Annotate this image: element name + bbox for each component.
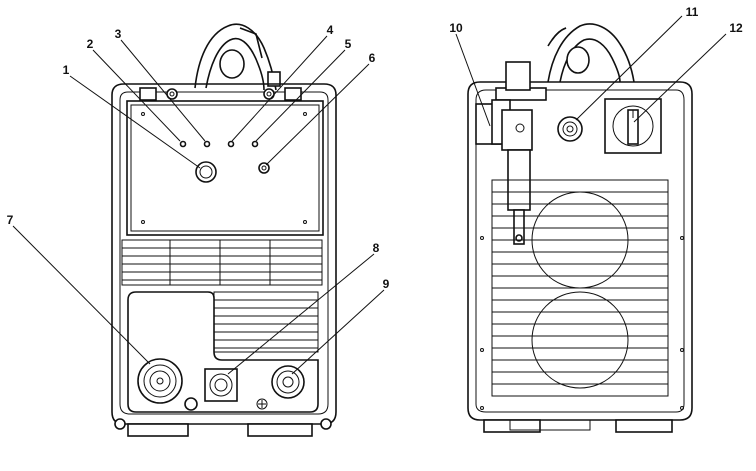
callout-10: 10 <box>449 21 463 35</box>
torch-connector[interactable] <box>137 358 183 404</box>
front-foot-right <box>247 423 313 437</box>
front-view <box>111 23 337 437</box>
callout-7: 7 <box>7 213 14 227</box>
callout-12: 12 <box>729 21 743 35</box>
rear-body <box>467 81 693 421</box>
power-switch[interactable] <box>604 98 662 154</box>
callout-4: 4 <box>327 23 334 37</box>
rear-handle <box>547 23 635 83</box>
rear-foot-right <box>615 419 673 433</box>
filter-bracket <box>475 61 547 245</box>
callout-9: 9 <box>383 277 390 291</box>
callout-6: 6 <box>369 51 376 65</box>
callout-3: 3 <box>115 27 122 41</box>
work-lead-connector[interactable] <box>271 365 305 399</box>
front-vent-grille <box>121 239 323 286</box>
indicator-c <box>227 140 235 148</box>
front-handle <box>194 23 281 91</box>
front-control-panel <box>126 100 324 236</box>
knob[interactable] <box>195 161 217 183</box>
front-callouts: 1 2 3 4 5 6 7 8 9 <box>7 23 390 375</box>
callout-2: 2 <box>87 37 94 51</box>
control-connector[interactable] <box>204 368 238 402</box>
callout-5: 5 <box>345 37 352 51</box>
rear-callouts: 10 11 12 <box>449 5 743 127</box>
front-small-plug <box>184 397 198 411</box>
front-lower-panel <box>127 291 319 413</box>
indicator-b <box>203 140 211 148</box>
callout-1: 1 <box>63 63 70 77</box>
callout-8: 8 <box>373 241 380 255</box>
indicator-a <box>179 140 187 148</box>
front-foot-left <box>127 423 189 437</box>
gas-inlet[interactable] <box>557 116 583 142</box>
indicator-d <box>251 140 259 148</box>
rear-view <box>467 23 693 433</box>
callout-11: 11 <box>686 5 699 19</box>
rear-vent-grille <box>491 179 669 397</box>
button[interactable] <box>258 162 270 174</box>
front-lower-grille <box>213 291 319 353</box>
